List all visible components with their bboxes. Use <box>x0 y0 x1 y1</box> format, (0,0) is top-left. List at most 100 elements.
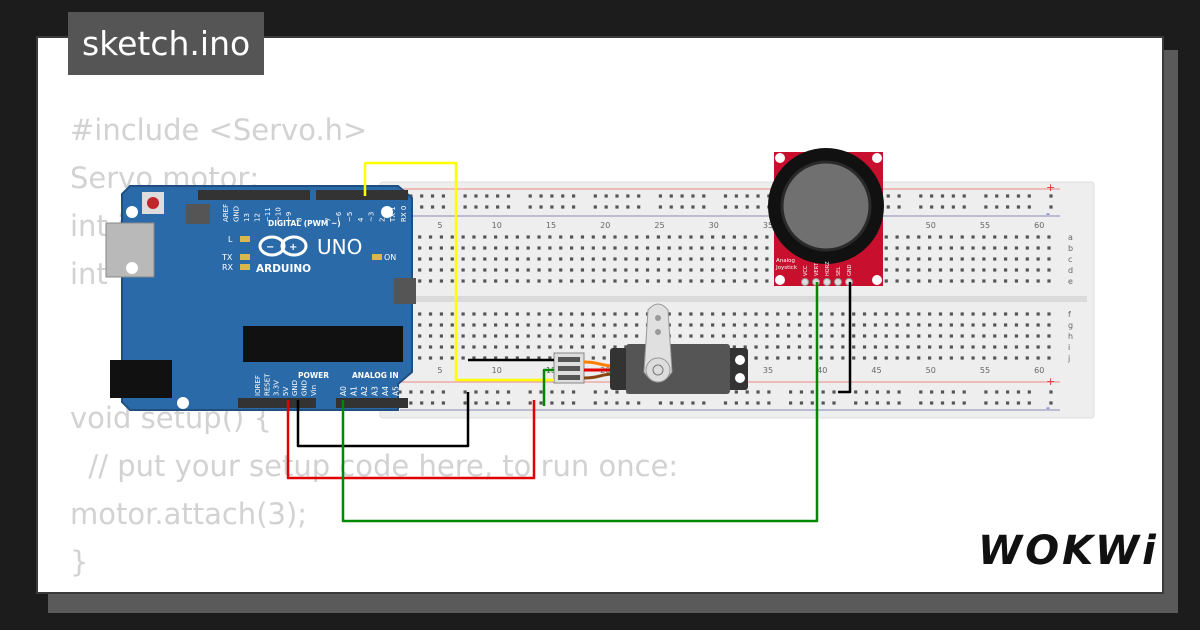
wokwi-logo: WOKWi <box>978 528 1159 574</box>
digital-pin-label: 2 <box>378 218 386 222</box>
digital-header-left <box>198 190 310 200</box>
joystick-label-2: Joystick <box>775 265 798 271</box>
digital-pin-label: 4 <box>357 217 365 222</box>
power-pin-label: 3.3V <box>273 380 281 396</box>
wire-yellow-signal <box>363 161 554 382</box>
wire-green-a0 <box>341 282 819 523</box>
board-model: UNO <box>317 235 362 259</box>
power-header <box>238 398 316 408</box>
column-number-top: 20 <box>600 221 610 230</box>
column-number-top: 35 <box>763 221 773 230</box>
row-letter: e <box>1068 277 1073 286</box>
digital-pin-label: ~11 <box>264 207 272 222</box>
column-number-top: 50 <box>926 221 936 230</box>
rail-minus-top: - <box>1046 207 1050 220</box>
analog-pin-label: A3 <box>371 386 380 396</box>
reset-button-cap[interactable] <box>147 197 159 209</box>
wire-green-servo <box>542 368 554 406</box>
analog-pin-label: A5 <box>392 386 401 396</box>
column-number-bottom: 40 <box>817 366 827 375</box>
column-number-bottom: 45 <box>871 366 881 375</box>
analog-label: ANALOG IN <box>352 371 399 380</box>
svg-text:+: + <box>289 242 297 253</box>
digital-pin-label: GND <box>233 206 241 222</box>
row-letter: h <box>1068 332 1073 341</box>
wire-black-gnd <box>296 392 470 448</box>
row-letter: i <box>1068 343 1070 352</box>
power-pin-label: GND <box>301 380 309 396</box>
mount-hole <box>381 206 393 218</box>
wire-red-5v <box>286 400 536 480</box>
led-rx-label: RX <box>222 263 234 272</box>
power-pin-label: Vin <box>310 385 318 396</box>
power-jack <box>110 360 172 398</box>
code-line: } <box>70 545 89 579</box>
mount-hole <box>177 397 189 409</box>
mount-hole <box>126 262 138 274</box>
sketch-title-tag: sketch.ino <box>68 12 265 75</box>
column-number-top: 25 <box>654 221 664 230</box>
column-number-top: 15 <box>546 221 556 230</box>
joystick-pin-label: VERT <box>814 262 820 276</box>
code-line: motor.attach(3); <box>70 497 308 531</box>
column-number-bottom: 10 <box>492 366 502 375</box>
column-number-top: 60 <box>1034 221 1044 230</box>
rail-plus-bottom: + <box>1046 375 1055 388</box>
joystick-pin-label: VCC <box>803 265 809 276</box>
column-number-bottom: 55 <box>980 366 990 375</box>
digital-pin-label: ~3 <box>368 212 376 222</box>
row-letter: b <box>1068 244 1073 253</box>
digital-pin-label: 12 <box>254 213 262 222</box>
digital-pin-label: 13 <box>243 213 251 222</box>
row-letter: g <box>1068 321 1073 330</box>
power-pin-label: RESET <box>263 373 271 396</box>
joystick-pin[interactable] <box>801 278 809 286</box>
code-line: int <box>70 257 108 291</box>
servo-motor[interactable] <box>553 303 748 394</box>
power-pin-label: GND <box>291 380 299 396</box>
arduino-logo: − + <box>258 235 308 257</box>
joystick-pin[interactable] <box>834 278 842 286</box>
joystick-pin-label: GND <box>847 264 853 276</box>
digital-pin-label: 7 <box>324 218 332 222</box>
analog-pin-label: A0 <box>339 386 348 396</box>
joystick-pin-label: SEL <box>836 267 842 276</box>
rail-minus-bottom: - <box>1046 401 1050 414</box>
analog-pin-label: A1 <box>350 386 359 396</box>
row-letter: f <box>1068 310 1071 319</box>
digital-pin-label: ~9 <box>285 212 293 222</box>
row-letter: a <box>1068 233 1073 242</box>
power-label: POWER <box>298 371 329 380</box>
digital-header-label: DIGITAL (PWM ~) <box>268 219 341 228</box>
analog-header <box>336 398 408 408</box>
joystick-knob[interactable] <box>780 160 872 252</box>
mount-hole <box>126 206 138 218</box>
column-number-top: 55 <box>980 221 990 230</box>
code-line: #include <Servo.h> <box>70 113 368 147</box>
led-l-label: L <box>228 235 233 244</box>
rail-plus-top: + <box>1046 181 1055 194</box>
digital-pin-label: 8 <box>296 218 304 222</box>
joystick-pin[interactable] <box>823 278 831 286</box>
svg-text:−: − <box>266 242 274 253</box>
joystick-pin-label: HORZ <box>825 261 831 276</box>
row-letter: c <box>1068 255 1072 264</box>
analog-pin-label: A4 <box>381 386 390 396</box>
column-number-top: 30 <box>709 221 719 230</box>
wires <box>286 161 852 523</box>
led-on-label: ON <box>384 253 396 262</box>
column-number-bottom: 5 <box>437 366 442 375</box>
column-number-bottom: 35 <box>763 366 773 375</box>
row-letter: d <box>1068 266 1073 275</box>
power-pin-label: IOREF <box>254 375 262 396</box>
power-pin-label: 5V <box>282 387 290 396</box>
row-letter: j <box>1067 354 1070 363</box>
wire-black-joystick-gnd <box>838 282 852 394</box>
digital-pin-label: AREF <box>222 204 230 222</box>
